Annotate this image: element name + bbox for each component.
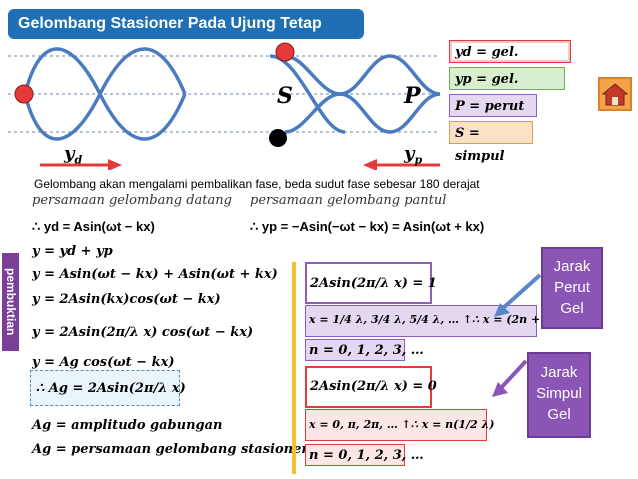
proof-line-4: y = 2Asin(2π/λ x) cos(ωt − kx) xyxy=(32,325,254,340)
pointer-arrows xyxy=(492,273,542,397)
wave-diagram xyxy=(8,42,440,170)
ball-top xyxy=(275,42,295,62)
proof-line-5: y = Ag cos(ωt − kx) xyxy=(32,355,175,370)
perut-eq: 2Asin(2π/λ x) = 1 xyxy=(310,276,437,291)
legend-yd: yd = gel. datang xyxy=(449,40,571,83)
proof-line-8: Ag = persamaan gelombang stasioner xyxy=(32,442,309,457)
eq-reflected: ∴ yp = −Asin(−ωt − kx) = Asin(ωt + kx) xyxy=(250,219,485,234)
arrow-incoming-head xyxy=(108,159,122,170)
proof-line-7: Ag = amplitudo gabungan xyxy=(32,418,223,433)
perut-n-box xyxy=(305,339,405,361)
amplitude-box xyxy=(30,370,180,406)
separator-bar xyxy=(292,262,296,474)
simpul-eq: 2Asin(2π/λ x) = 0 xyxy=(310,379,437,394)
proof-line-3: y = 2Asin(kx)cos(ωt − kx) xyxy=(32,292,221,307)
ball-left xyxy=(14,84,34,104)
label-jarak-simpul: Jarak Simpul Gel xyxy=(527,352,591,438)
legend-simpul: S = simpul xyxy=(449,121,533,164)
heading-reflected: persamaan gelombang pantul xyxy=(250,193,447,208)
label-yp: yp xyxy=(404,143,423,167)
proof-tab: pembuktian xyxy=(2,253,19,351)
standing-wave-left xyxy=(23,47,187,141)
legend-perut: P = perut xyxy=(449,94,537,117)
arrow-reflected-head xyxy=(363,159,377,170)
home-icon xyxy=(601,83,629,106)
simpul-n-values: n = 0, 1, 2, 3, … xyxy=(309,448,424,463)
node-label-s: S xyxy=(277,83,293,109)
node-label-p: P xyxy=(404,83,421,109)
proof-line-6: ∴ Ag = 2Asin(2π/λ x) xyxy=(36,381,186,396)
simpul-x-values: x = 0, π, 2π, … ↑∴ x = n(1/2 λ) xyxy=(309,418,495,431)
label-jarak-perut: Jarak Perut Gel xyxy=(541,247,603,329)
simpul-n-box xyxy=(305,444,405,466)
proof-line-1: y = yd + yp xyxy=(32,244,113,259)
phase-statement: Gelombang akan mengalami pembalikan fase… xyxy=(34,177,480,191)
legend-yp: yp = gel. pantul xyxy=(449,67,565,110)
eq-incoming: ∴ yd = Asin(ωt − kx) xyxy=(32,219,155,234)
simpul-eq-box xyxy=(305,366,432,408)
perut-x-values: x = 1/4 λ, 3/4 λ, 5/4 λ, … ↑∴ x = (2n + … xyxy=(309,313,592,326)
perut-n-values: n = 0, 1, 2, 3, … xyxy=(309,343,424,358)
page-title: Gelombang Stasioner Pada Ujung Tetap xyxy=(8,9,364,39)
simpul-x-box xyxy=(305,409,487,441)
heading-incoming: persamaan gelombang datang xyxy=(32,193,232,208)
home-button[interactable] xyxy=(598,77,632,111)
proof-line-2: y = Asin(ωt − kx) + Asin(ωt + kx) xyxy=(32,267,278,282)
label-yd: yd xyxy=(64,143,83,167)
perut-eq-box xyxy=(305,262,432,304)
ball-bottom xyxy=(269,129,287,147)
